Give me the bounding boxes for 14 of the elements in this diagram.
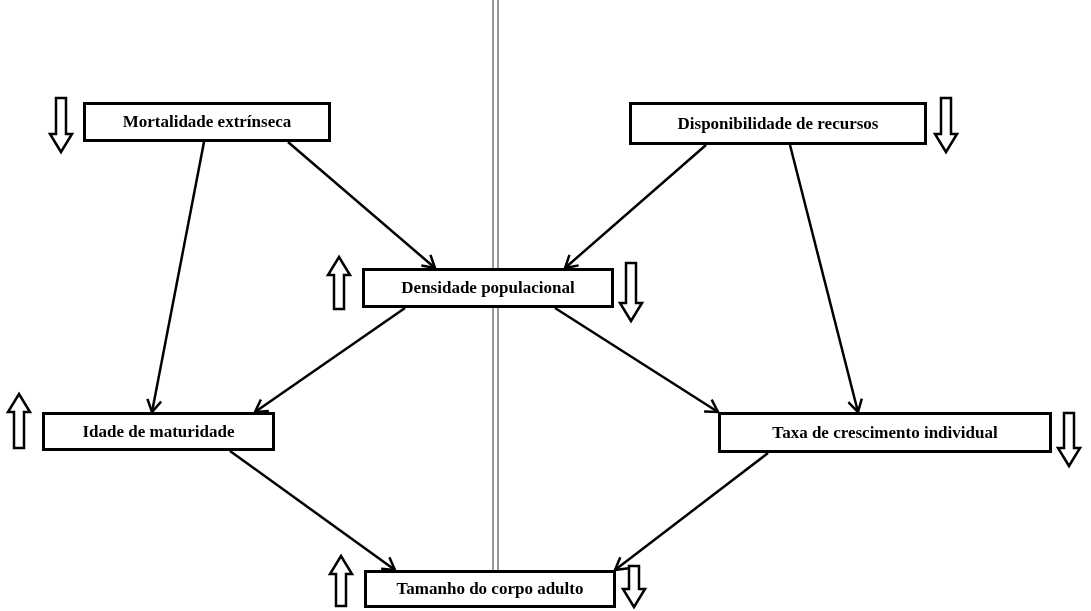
arrow [253,306,406,414]
arrow [146,141,206,414]
arrow [554,306,720,414]
text-box: Taxa de crescimento individual [718,412,1052,453]
arrow [287,141,437,270]
arrow [613,452,769,572]
text-box: Densidade populacional [362,268,614,308]
arrow [788,144,864,414]
text-box: Idade de maturidade [42,412,275,451]
text-box: Disponibilidade de recursos [629,102,927,145]
arrow [229,450,397,572]
arrow [563,144,707,270]
text-box: Tamanho do corpo adulto [364,570,616,608]
text-box: Mortalidade extrínseca [83,102,331,142]
